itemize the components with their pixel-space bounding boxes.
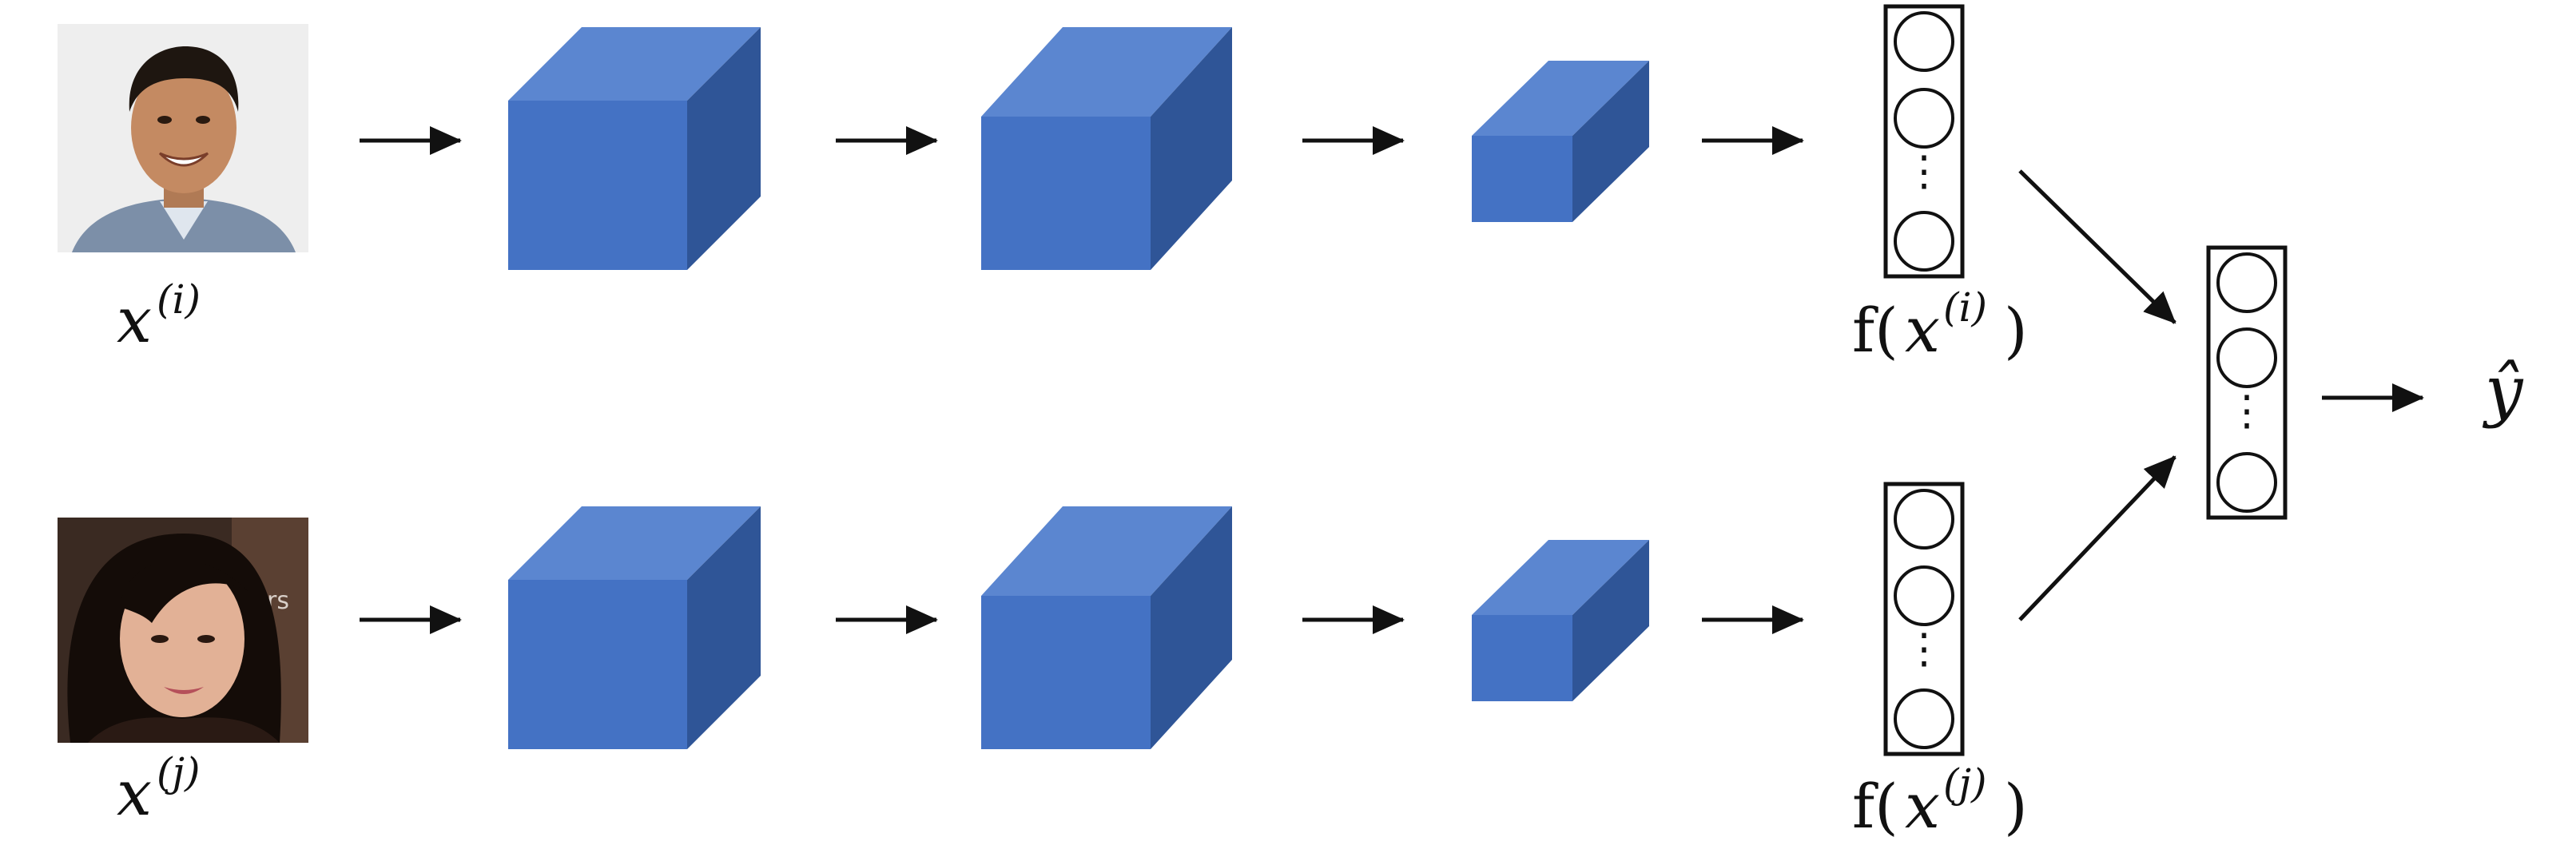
output-y-hat: ŷ — [2482, 351, 2524, 430]
neuron-node — [2216, 452, 2277, 513]
input-photo-woman: rs — [58, 518, 308, 743]
encoding-label-top: f( x (i) ) — [1852, 284, 2028, 367]
encoding-vector-bottom: ⋮ — [1883, 482, 1965, 756]
svg-text:x: x — [117, 758, 152, 830]
svg-text:(i): (i) — [1943, 284, 1987, 331]
input-label-j: x (j) — [117, 749, 201, 830]
neuron-node — [1894, 11, 1954, 72]
svg-text:f(: f( — [1852, 295, 1898, 366]
conv-block-bottom-1 — [508, 506, 761, 749]
svg-text:): ) — [2004, 295, 2028, 366]
ellipsis: ⋮ — [1903, 625, 1945, 673]
svg-text:x: x — [1905, 295, 1940, 367]
input-photo-man — [58, 24, 308, 252]
arrow-diagonal-up — [2018, 455, 2176, 621]
input-label-i: x (i) — [117, 276, 201, 357]
neuron-node — [1894, 88, 1954, 149]
neuron-node — [1894, 211, 1954, 272]
conv-block-top-2 — [981, 27, 1232, 270]
arrow-diagonal-down — [2018, 169, 2176, 324]
ellipsis: ⋮ — [2226, 387, 2268, 435]
merge-arrows — [2018, 169, 2176, 621]
encoding-label-bottom: f( x (j) ) — [1852, 760, 2028, 843]
svg-text:(i): (i) — [157, 276, 201, 323]
conv-block-bottom-3 — [1472, 540, 1649, 701]
svg-text:(j): (j) — [157, 749, 201, 795]
svg-text:x: x — [1905, 771, 1940, 843]
neuron-node — [1894, 489, 1954, 549]
svg-text:f(: f( — [1852, 771, 1898, 842]
conv-block-top-1 — [508, 27, 761, 270]
conv-block-bottom-2 — [981, 506, 1232, 749]
neuron-node — [2216, 252, 2277, 313]
conv-block-top-3 — [1472, 61, 1649, 222]
svg-text:(j): (j) — [1943, 760, 1987, 807]
encoding-vector-top: ⋮ — [1883, 4, 1965, 279]
neuron-node — [1894, 565, 1954, 626]
neuron-node — [1894, 688, 1954, 749]
svg-text:x: x — [117, 285, 152, 357]
output-vector: ⋮ — [2206, 245, 2288, 520]
svg-text:): ) — [2004, 771, 2028, 842]
neuron-node — [2216, 327, 2277, 388]
ellipsis: ⋮ — [1903, 148, 1945, 196]
